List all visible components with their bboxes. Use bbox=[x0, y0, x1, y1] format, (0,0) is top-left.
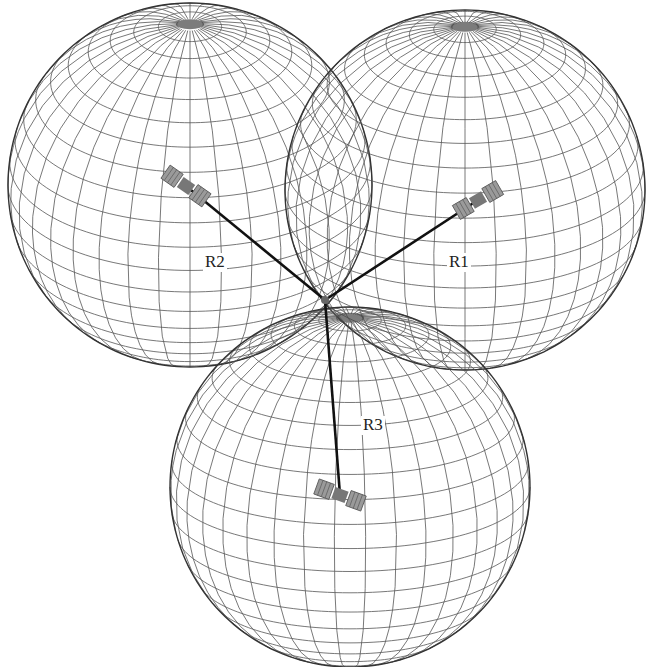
satellite-body bbox=[469, 191, 487, 208]
solar-panel bbox=[482, 181, 504, 203]
panel-cell bbox=[357, 495, 362, 510]
panel-cell bbox=[321, 482, 326, 497]
panel-cell bbox=[195, 189, 204, 202]
solar-panel bbox=[452, 198, 474, 220]
wireframe-sphere bbox=[285, 10, 645, 370]
range-line bbox=[186, 186, 325, 300]
sphere-pole bbox=[336, 313, 364, 323]
sphere-grid bbox=[285, 10, 645, 370]
panel-cell bbox=[459, 202, 467, 216]
sphere-outline bbox=[170, 307, 530, 667]
range-label: R3 bbox=[361, 416, 385, 435]
panel-cell bbox=[164, 167, 173, 180]
panel-cell bbox=[167, 170, 176, 183]
panel-cell bbox=[353, 493, 358, 508]
range-label: R2 bbox=[203, 253, 227, 272]
panel-cell bbox=[463, 200, 471, 214]
sphere-outline bbox=[285, 10, 645, 370]
solar-panel bbox=[161, 165, 183, 187]
range-line bbox=[325, 200, 478, 300]
receiver-point bbox=[321, 296, 329, 304]
satellite-body bbox=[331, 487, 348, 503]
panel-cell bbox=[325, 483, 330, 498]
sphere-grid bbox=[170, 307, 530, 667]
panel-cell bbox=[318, 480, 323, 495]
panel-cell bbox=[485, 187, 493, 201]
solar-panel bbox=[346, 491, 367, 512]
sphere-pole bbox=[176, 19, 204, 29]
satellite-icon bbox=[452, 181, 503, 220]
panel-cell bbox=[492, 183, 500, 197]
wireframe-sphere bbox=[170, 307, 530, 667]
panel-cell bbox=[456, 204, 464, 218]
solar-panel bbox=[189, 185, 211, 207]
panel-cell bbox=[489, 185, 497, 199]
satellite-icon bbox=[161, 165, 211, 207]
panel-cell bbox=[199, 191, 208, 204]
sphere-pole bbox=[451, 22, 479, 32]
panel-cell bbox=[349, 492, 354, 507]
range-line bbox=[325, 300, 340, 495]
solar-panel bbox=[314, 479, 335, 500]
panel-cell bbox=[192, 187, 201, 200]
panel-cell bbox=[171, 172, 180, 185]
satellite-icon bbox=[314, 479, 366, 511]
range-label: R1 bbox=[447, 253, 471, 272]
